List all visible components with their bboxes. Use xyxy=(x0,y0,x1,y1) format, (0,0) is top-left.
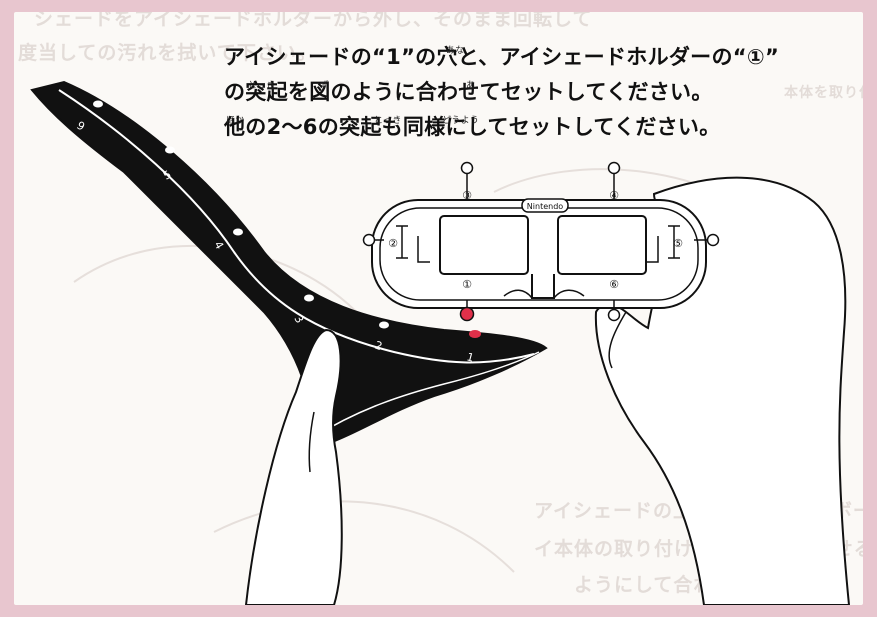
peg-2 xyxy=(362,233,376,247)
peg-4 xyxy=(607,161,621,175)
instruction-text: アイシェードの“1”の穴と、アイシェードホルダーの“①” あな の突起を図のよう… xyxy=(224,40,854,145)
holder-left-window xyxy=(439,215,529,275)
peg-5 xyxy=(706,233,720,247)
eyeshade-holes xyxy=(93,100,389,329)
eyeshade-body xyxy=(30,80,548,446)
ruby-ana: あな xyxy=(446,46,465,56)
nintendo-logo-badge xyxy=(521,198,569,213)
instruction-line-3: 他の2〜6の突起も同様にしてセットしてください。 ほか とっき どうよう xyxy=(224,110,854,145)
paper-sheet: シェードをアイシェードホルダーから外し、そのまま回転して 度当しての汚れを拭いて… xyxy=(14,12,863,605)
hole-number-1: 1 xyxy=(465,350,475,364)
hole-1-highlight xyxy=(469,330,481,338)
ruby-tokki-2: とっき xyxy=(374,116,402,126)
ruby-hoka: ほか xyxy=(226,116,245,126)
peg-3 xyxy=(460,161,474,175)
peg-1-highlight xyxy=(459,306,475,322)
instruction-line-3-text: 他の2〜6の突起も同様にしてセットしてください。 xyxy=(224,115,721,139)
instruction-line-2-text: の突起を図のように合わせてセットしてください。 xyxy=(224,80,713,104)
peg-6 xyxy=(607,308,621,322)
peg-label-3: ③ xyxy=(462,189,472,202)
holder-frame xyxy=(371,199,707,309)
ruby-douyou: どうよう xyxy=(442,116,480,126)
peg-label-1: ① xyxy=(462,278,472,291)
ruby-zu: ず xyxy=(320,81,330,91)
peg-label-2: ② xyxy=(388,237,398,250)
bleed-text-3: 本体を取り付けます。 xyxy=(784,85,863,101)
holder-nose-bridge xyxy=(531,274,555,299)
holder-pegs xyxy=(362,161,720,322)
instruction-line-2: の突起を図のように合わせてセットしてください。 とっき ず あ xyxy=(224,75,854,110)
instruction-line-1-text: アイシェードの“1”の穴と、アイシェードホルダーの“①” xyxy=(224,45,780,69)
eyeshade-edge-line xyxy=(313,351,540,438)
eyeshade-seam-line xyxy=(58,89,535,364)
holder-right-window xyxy=(557,215,647,275)
holder-side-clips xyxy=(396,225,680,263)
right-hand-finger-line xyxy=(608,311,627,369)
eyeshade: 1 2 3 4 5 6 xyxy=(30,80,548,446)
instruction-line-1: アイシェードの“1”の穴と、アイシェードホルダーの“①” あな xyxy=(224,40,854,75)
nintendo-logo: Nintendo xyxy=(527,202,563,211)
illustration: 1 2 3 4 5 6 xyxy=(30,80,851,605)
bleed-text-2: 度当しての汚れを拭いて下さい。 xyxy=(18,42,317,64)
hole-number-2: 2 xyxy=(373,339,384,354)
peg-label-6: ⑥ xyxy=(609,278,619,291)
peg-label-4: ④ xyxy=(609,189,619,202)
left-hand-thumb-line xyxy=(308,411,315,473)
bleed-text-1: シェードをアイシェードホルダーから外し、そのまま回転して xyxy=(34,12,593,30)
peg-label-5: ⑤ xyxy=(673,237,683,250)
ruby-tokki-1: とっき xyxy=(248,81,276,91)
left-hand xyxy=(244,328,343,605)
peg-labels: ① ② ③ ④ ⑤ ⑥ xyxy=(388,189,683,291)
ruby-a: あ xyxy=(466,81,476,91)
eyeshade-holder: Nintendo ① ② ③ ④ ⑤ ⑥ xyxy=(362,161,720,322)
